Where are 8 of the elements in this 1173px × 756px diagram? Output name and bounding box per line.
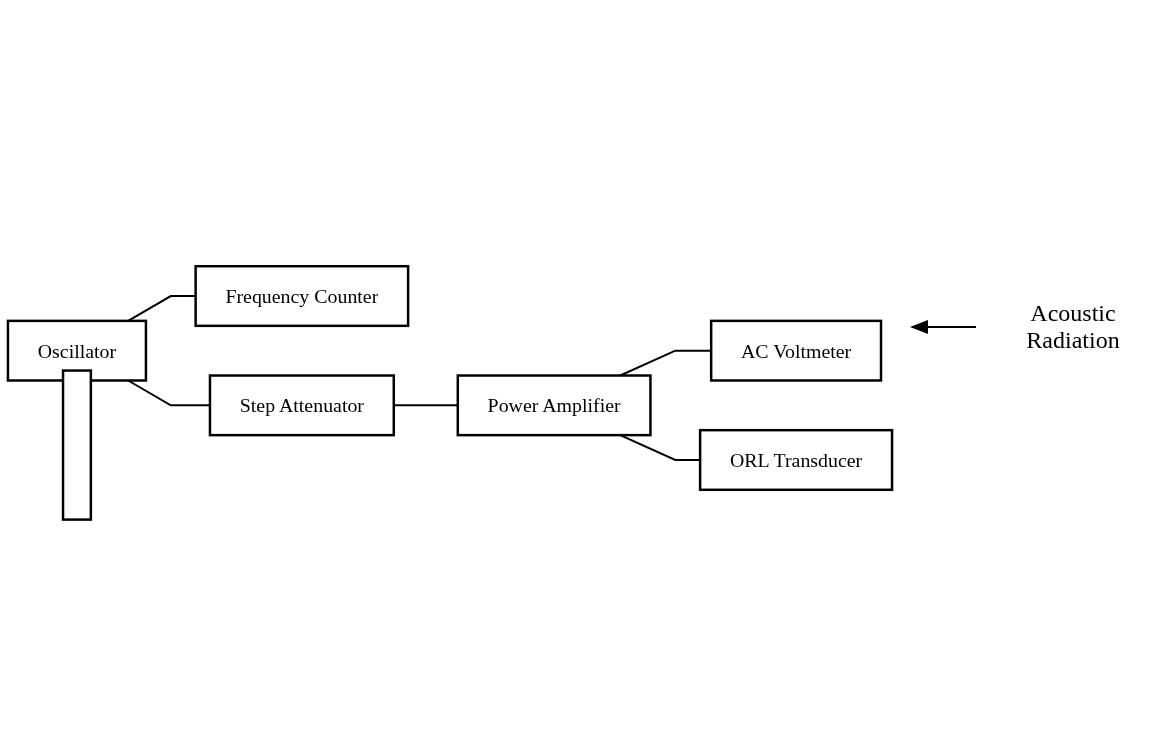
node-bar <box>61 369 93 521</box>
annotation-label: Acoustic Radiation <box>1025 300 1121 354</box>
node-box: Step Attenuator <box>208 374 395 437</box>
node-box: ORL Transducer <box>698 428 894 491</box>
node-box: AC Voltmeter <box>709 319 883 382</box>
node-box: Frequency Counter <box>194 265 410 328</box>
node-box: Power Amplifier <box>456 374 652 437</box>
node-box: Oscillator <box>6 319 148 382</box>
